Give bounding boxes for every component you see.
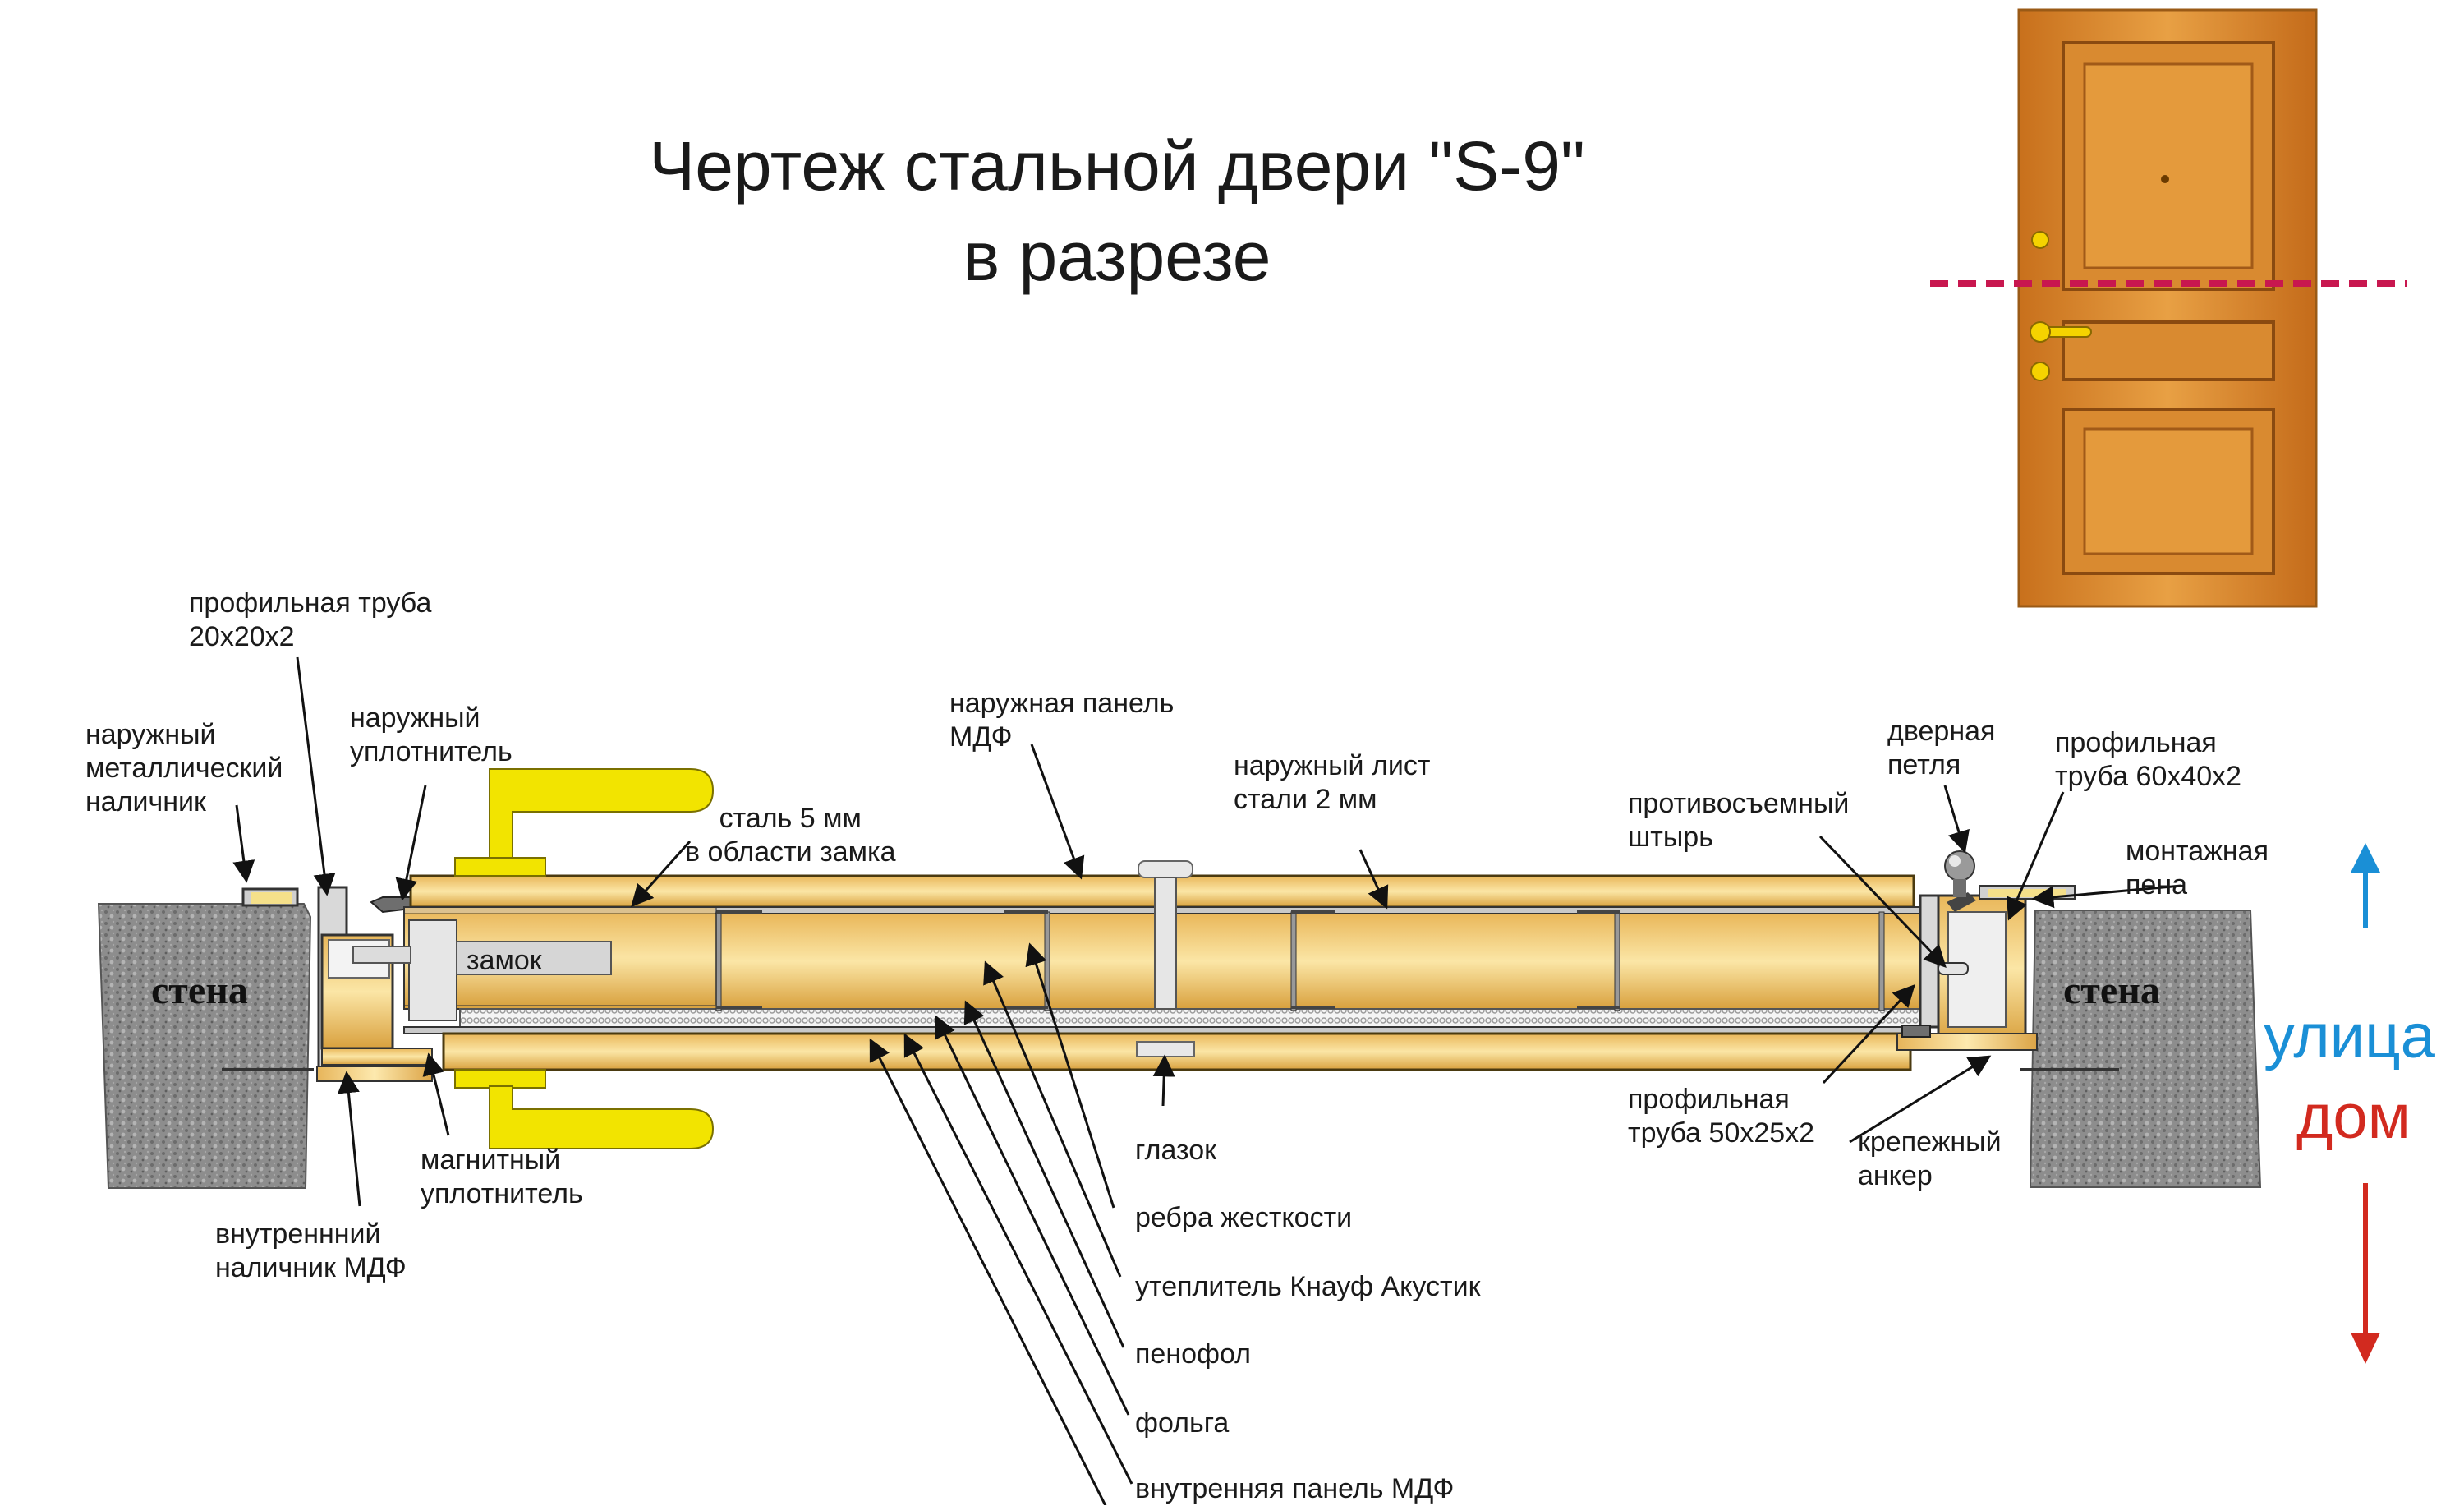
- label-penofol: пенофол: [1135, 1338, 1251, 1370]
- handle-outer: [454, 768, 715, 877]
- wall-label-right: стена: [2063, 969, 2160, 1012]
- wall-left: [97, 903, 312, 1189]
- direction-outside: улица: [2264, 1002, 2435, 1071]
- leader-lines: [232, 656, 2182, 1505]
- peephole: [1136, 860, 1195, 1057]
- arrow-down-icon: [2351, 1183, 2380, 1364]
- lock: [352, 919, 612, 1021]
- label-inner-panel: внутренняя панель МДФ: [1135, 1473, 1455, 1504]
- direction-inside: дом: [2296, 1082, 2411, 1152]
- arrow-up-icon: [2351, 843, 2380, 928]
- lock-label: замок: [467, 945, 542, 976]
- label-stiffeners: ребра жесткости: [1135, 1202, 1353, 1233]
- label-foil: фольга: [1135, 1407, 1230, 1439]
- label-peephole: глазок: [1135, 1135, 1217, 1166]
- handle-inner: [454, 1069, 715, 1149]
- label-insulation: утеплитель Кнауф Акустик: [1135, 1271, 1481, 1302]
- door-photo: [2017, 8, 2318, 608]
- title-line-1: Чертеж стальной двери "S-9": [649, 127, 1585, 205]
- wall-right: [2029, 910, 2262, 1188]
- title-line-2: в разрезе: [963, 218, 1271, 295]
- wall-label-left: стена: [151, 969, 248, 1012]
